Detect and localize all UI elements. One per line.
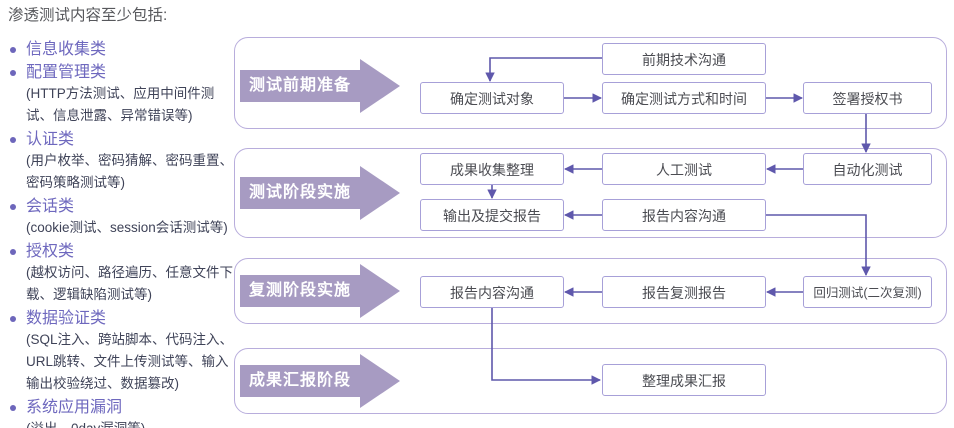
list-item: 信息收集类	[8, 39, 234, 60]
bullet-icon	[10, 47, 16, 53]
phase-arrow-preparation: 测试前期准备	[240, 59, 400, 113]
list-item: 配置管理类 (HTTP方法测试、应用中间件测试、信息泄露、异常错误等)	[8, 62, 234, 127]
node-sign-authorization: 签署授权书	[803, 82, 932, 114]
bullet-icon	[10, 70, 16, 76]
category-detail: (HTTP方法测试、应用中间件测试、信息泄露、异常错误等)	[26, 86, 215, 123]
category-label: 信息收集类	[26, 41, 107, 58]
phase-arrow-reporting: 成果汇报阶段	[240, 354, 400, 408]
phase-title: 成果汇报阶段	[248, 372, 351, 389]
category-label: 授权类	[26, 243, 75, 260]
node-determine-target: 确定测试对象	[420, 82, 564, 114]
category-label: 配置管理类	[26, 64, 107, 81]
sidebar: 渗透测试内容至少包括: 信息收集类 配置管理类 (HTTP方法测试、应用中间件测…	[8, 6, 234, 428]
node-pre-communication: 前期技术沟通	[602, 43, 766, 75]
category-detail: (用户枚举、密码猜解、密码重置、密码策略测试等)	[26, 153, 233, 190]
category-detail: (越权访问、路径遍历、任意文件下载、逻辑缺陷测试等)	[26, 265, 233, 302]
node-retest-report: 报告复测报告	[602, 276, 766, 308]
node-collect-results: 成果收集整理	[420, 153, 564, 185]
phase-arrow-testing: 测试阶段实施	[240, 166, 400, 220]
node-summary-report: 整理成果汇报	[602, 364, 766, 396]
phase-title: 测试阶段实施	[248, 184, 351, 201]
category-label: 会话类	[26, 198, 75, 215]
node-determine-method: 确定测试方式和时间	[602, 82, 766, 114]
category-list: 信息收集类 配置管理类 (HTTP方法测试、应用中间件测试、信息泄露、异常错误等…	[8, 39, 234, 428]
category-label: 系统应用漏洞	[26, 399, 123, 416]
bullet-icon	[10, 249, 16, 255]
list-item: 会话类 (cookie测试、session会话测试等)	[8, 196, 234, 239]
category-label: 数据验证类	[26, 310, 107, 327]
node-report-communication: 报告内容沟通	[602, 199, 766, 231]
category-detail: (SQL注入、跨站脚本、代码注入、URL跳转、文件上传测试等、输入输出校验绕过、…	[26, 332, 234, 391]
phase-title: 复测阶段实施	[248, 282, 351, 299]
list-item: 认证类 (用户枚举、密码猜解、密码重置、密码策略测试等)	[8, 129, 234, 194]
phase-arrow-retesting: 复测阶段实施	[240, 264, 400, 318]
category-label: 认证类	[26, 131, 75, 148]
phase-title: 测试前期准备	[248, 77, 351, 94]
bullet-icon	[10, 204, 16, 210]
node-automated-test: 自动化测试	[803, 153, 932, 185]
node-retest-communication: 报告内容沟通	[420, 276, 564, 308]
node-regression-test: 回归测试(二次复测)	[803, 276, 932, 308]
list-item: 系统应用漏洞 (溢出、0day漏洞等)	[8, 397, 234, 428]
list-item: 授权类 (越权访问、路径遍历、任意文件下载、逻辑缺陷测试等)	[8, 241, 234, 306]
node-manual-test: 人工测试	[602, 153, 766, 185]
list-item: 数据验证类 (SQL注入、跨站脚本、代码注入、URL跳转、文件上传测试等、输入输…	[8, 308, 234, 395]
bullet-icon	[10, 137, 16, 143]
page-title: 渗透测试内容至少包括:	[8, 7, 168, 24]
bullet-icon	[10, 316, 16, 322]
node-submit-report: 输出及提交报告	[420, 199, 564, 231]
category-detail: (cookie测试、session会话测试等)	[26, 220, 228, 235]
category-detail: (溢出、0day漏洞等)	[26, 418, 238, 428]
bullet-icon	[10, 405, 16, 411]
